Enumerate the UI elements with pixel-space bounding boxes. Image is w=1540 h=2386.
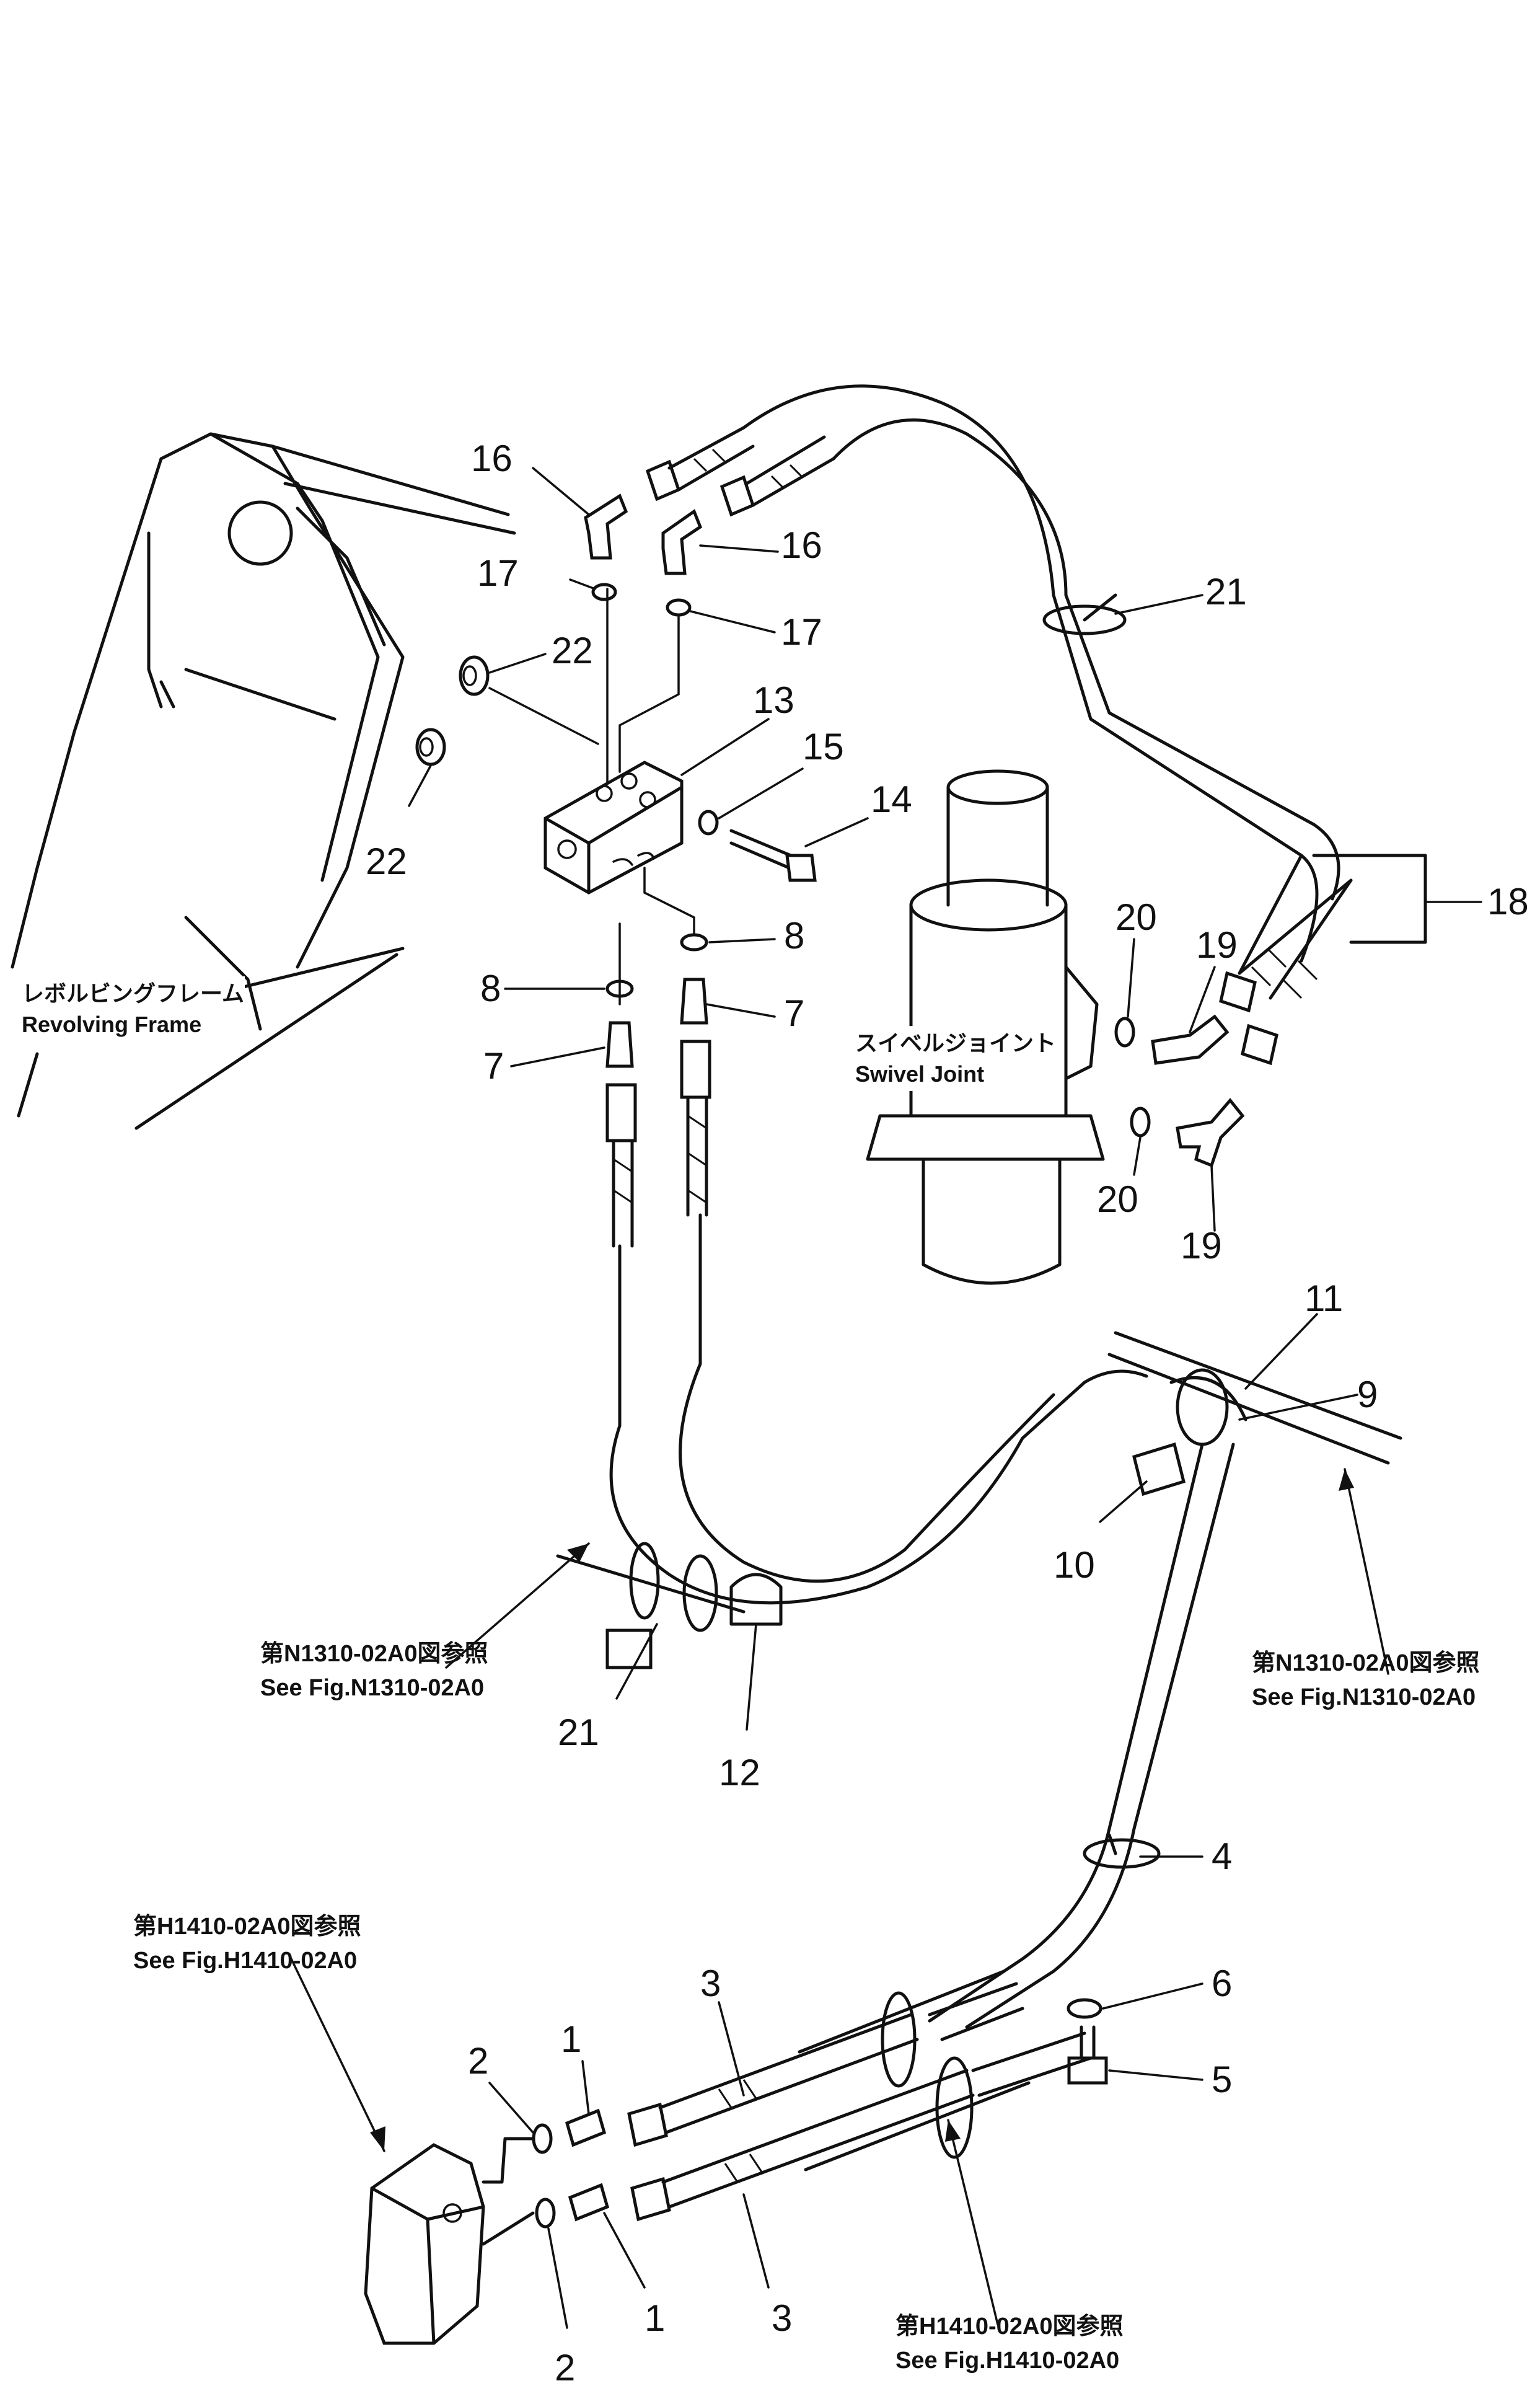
callout-2: 2 <box>468 2040 488 2082</box>
pump-body <box>364 2137 535 2345</box>
callout-4: 4 <box>1212 1836 1232 1877</box>
callout-7: 7 <box>784 992 804 1034</box>
callout-22: 22 <box>366 841 407 882</box>
elbow-19 <box>1151 1014 1245 1168</box>
figure-references: 第N1310-02A0図参照 See Fig.N1310-02A0 第N1310… <box>133 1641 1479 2374</box>
callout-6: 6 <box>1212 1963 1232 2004</box>
swivel-joint <box>866 769 1105 1285</box>
callout-10: 10 <box>1054 1544 1095 1586</box>
callout-17: 17 <box>781 611 822 653</box>
revolving-frame <box>11 432 516 1130</box>
bolt-5 <box>1067 2025 1108 2085</box>
callout-22: 22 <box>552 630 593 671</box>
valve-block <box>543 761 684 895</box>
ref-n1310-right-en: See Fig.N1310-02A0 <box>1252 1684 1476 1710</box>
callout-1: 1 <box>645 2297 665 2339</box>
callout-16: 16 <box>781 524 822 566</box>
callout-19: 19 <box>1196 924 1238 966</box>
ref-n1310-right-jp: 第N1310-02A0図参照 <box>1252 1650 1479 1676</box>
swivel-joint-label-en: Swivel Joint <box>855 1061 984 1087</box>
callout-13: 13 <box>753 679 794 721</box>
callout-1: 1 <box>561 2018 581 2060</box>
o-ring-17 <box>591 583 617 601</box>
upper-hoses <box>645 384 1340 963</box>
callout-18: 18 <box>1487 881 1529 922</box>
washer-15 <box>698 810 719 836</box>
o-ring-2 <box>532 2123 553 2154</box>
swivel-joint-label-box <box>846 1026 1019 1091</box>
callout-3: 3 <box>700 1963 721 2004</box>
callout-2: 2 <box>555 2347 575 2386</box>
ref-h1410-left-jp: 第H1410-02A0図参照 <box>133 1914 361 1940</box>
ref-h1410-bottom-en: See Fig.H1410-02A0 <box>895 2348 1119 2374</box>
bushing-22 <box>415 655 490 766</box>
revolving-frame-label-jp: レボルビングフレーム <box>22 981 244 1006</box>
lower-hoses <box>605 1040 1148 1605</box>
o-ring-2 <box>535 2198 556 2229</box>
callout-8: 8 <box>784 915 804 957</box>
revolving-frame-label-box <box>15 976 245 1045</box>
callout-21: 21 <box>1205 571 1247 612</box>
o-ring-17 <box>666 598 692 617</box>
ref-n1310-left-jp: 第N1310-02A0図参照 <box>260 1641 488 1667</box>
callout-14: 14 <box>871 779 912 820</box>
o-ring-20 <box>1114 1017 1135 1048</box>
revolving-frame-label-en: Revolving Frame <box>22 1012 201 1037</box>
leader-lines <box>408 467 1482 2329</box>
washer-6 <box>1067 1998 1102 2019</box>
hose-3 <box>627 1969 1093 2222</box>
callout-20: 20 <box>1115 896 1157 938</box>
pipe-4 <box>928 1443 1235 2029</box>
callout-15: 15 <box>803 726 844 767</box>
adapter-1 <box>565 2108 610 2222</box>
callout-16: 16 <box>471 438 513 479</box>
callout-9: 9 <box>1357 1374 1378 1415</box>
swivel-joint-label-jp: スイベルジョイント <box>855 1030 1056 1056</box>
reference-arrows <box>290 1468 1389 2326</box>
callout-5: 5 <box>1212 2059 1232 2100</box>
callout-7: 7 <box>483 1045 504 1087</box>
adapter-7 <box>605 978 708 1068</box>
callout-12: 12 <box>719 1752 760 1793</box>
callout-3: 3 <box>772 2297 792 2339</box>
o-ring-20 <box>1130 1107 1151 1138</box>
part-callouts: 16 16 17 17 22 22 21 13 15 14 18 20 19 2… <box>366 438 1529 2386</box>
elbow-16 <box>584 493 703 575</box>
hose-assy-18 <box>1219 854 1427 1066</box>
callout-19: 19 <box>1181 1225 1222 1266</box>
callout-20: 20 <box>1097 1178 1138 1220</box>
bolt-14 <box>729 829 817 882</box>
component-labels: レボルビングフレーム Revolving Frame スイベルジョイント Swi… <box>15 976 1056 1091</box>
callout-11: 11 <box>1305 1278 1343 1319</box>
ref-n1310-left-en: See Fig.N1310-02A0 <box>260 1675 484 1701</box>
clamp-21 <box>556 1542 746 1669</box>
callout-21: 21 <box>558 1712 599 1753</box>
ref-h1410-bottom-jp: 第H1410-02A0図参照 <box>895 2313 1123 2340</box>
callout-17: 17 <box>477 552 519 594</box>
callout-8: 8 <box>480 968 501 1009</box>
o-ring-8 <box>680 933 708 952</box>
ref-h1410-left-en: See Fig.H1410-02A0 <box>133 1948 357 1974</box>
clamp-12 <box>729 1573 783 1626</box>
